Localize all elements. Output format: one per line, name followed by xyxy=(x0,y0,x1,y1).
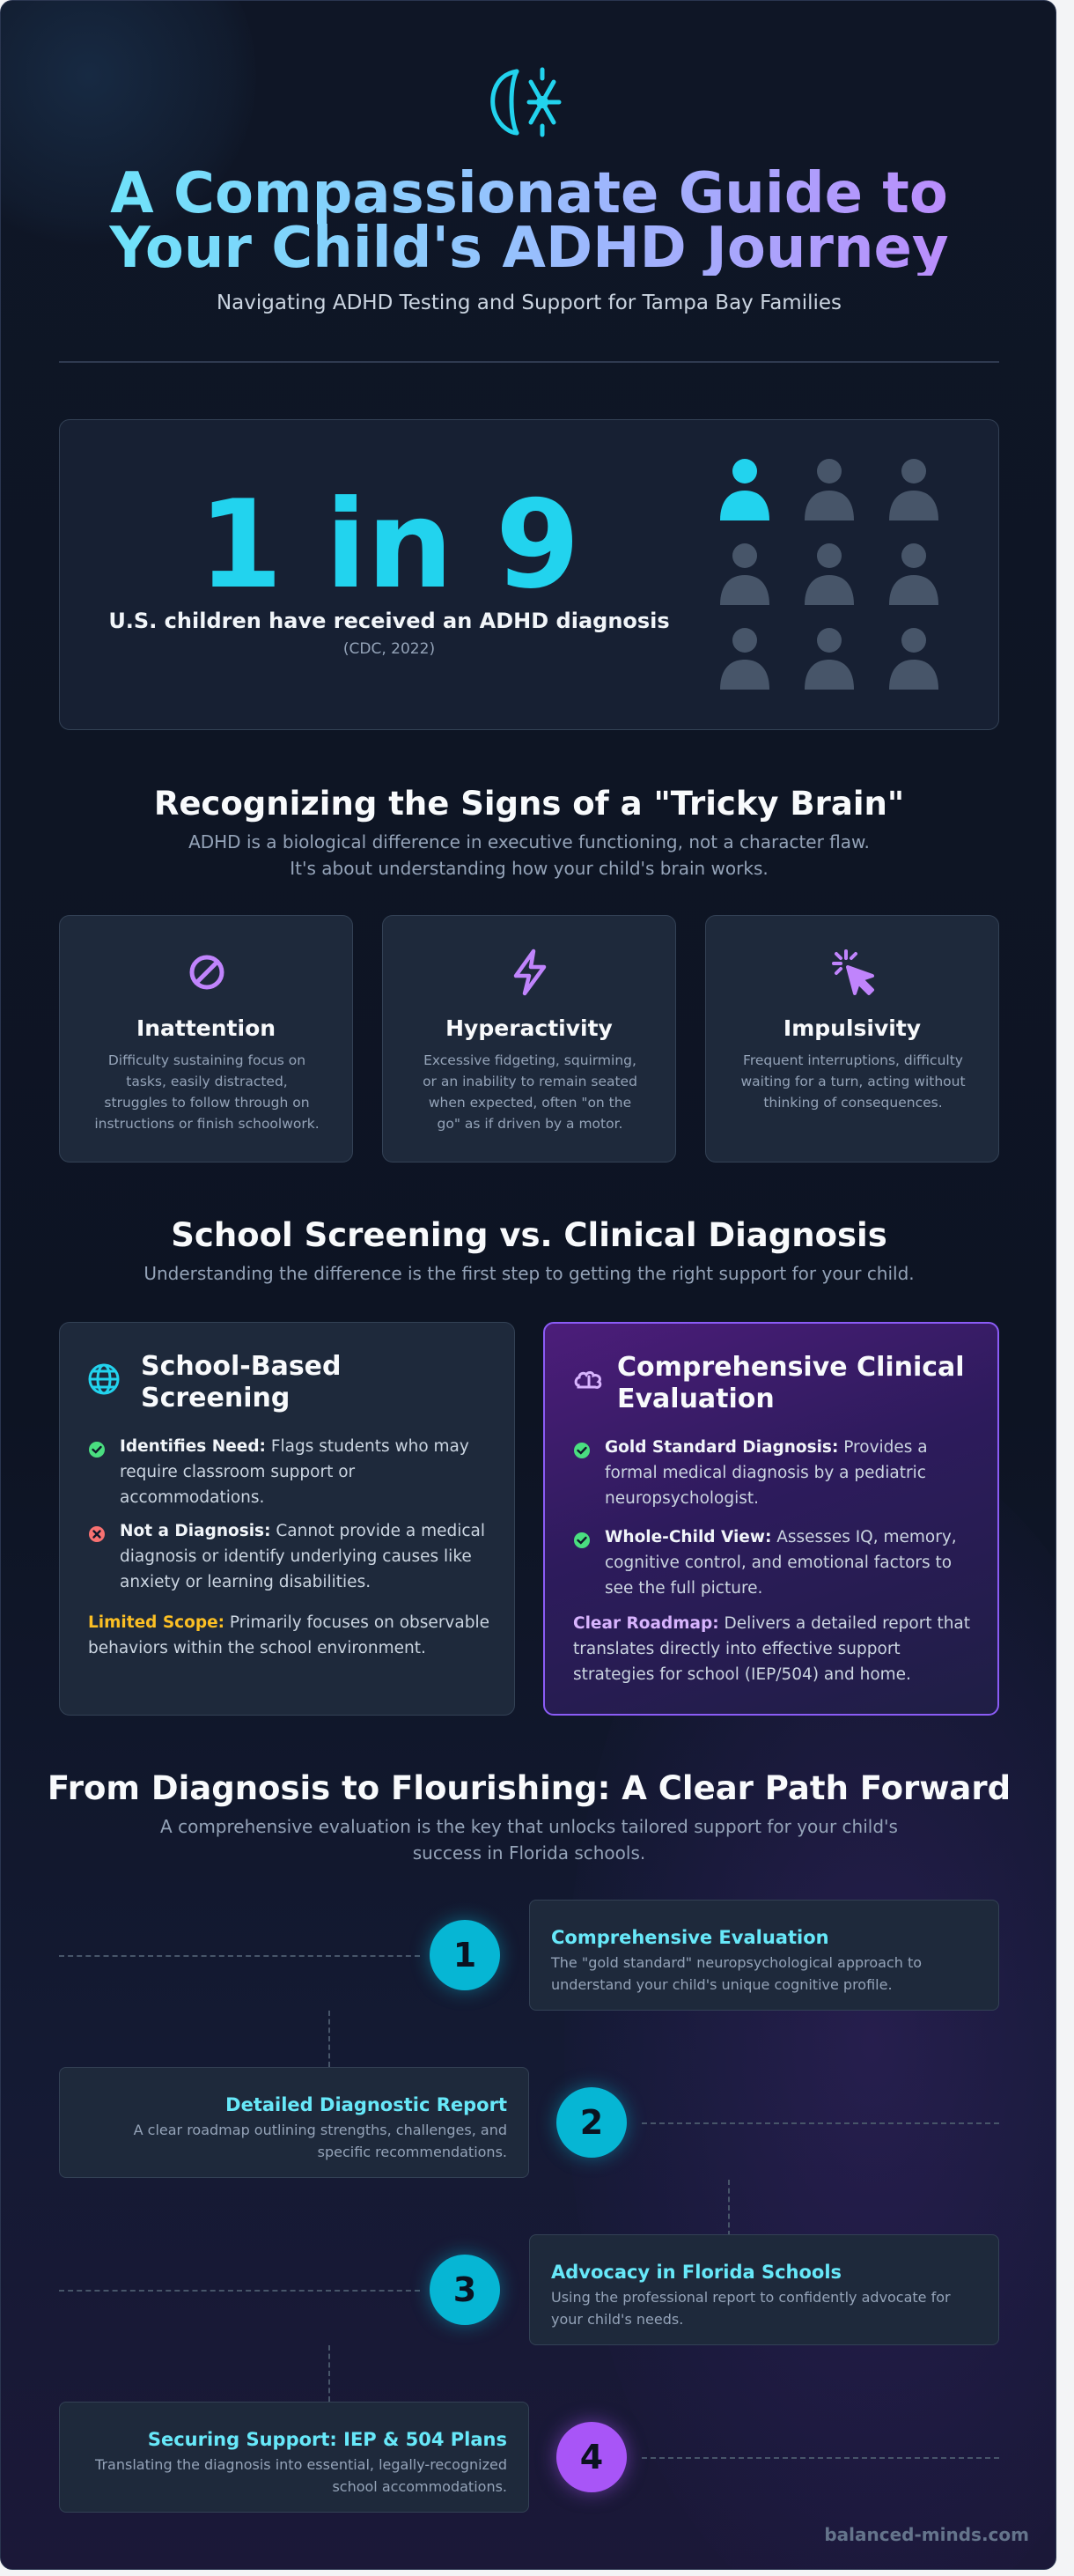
connector-line xyxy=(59,1955,420,1957)
step-number: 2 xyxy=(556,2087,627,2158)
person-icon xyxy=(887,457,940,522)
step-number: 3 xyxy=(430,2255,500,2325)
compare-lead: Understanding the difference is the firs… xyxy=(143,1263,915,1284)
card-note: Limited Scope: Primarily focuses on obse… xyxy=(88,1613,489,1657)
signs-heading: Recognizing the Signs of a "Tricky Brain… xyxy=(153,785,905,823)
card-item: Not a Diagnosis: Cannot provide a medica… xyxy=(120,1522,486,1591)
path-lead: A comprehensive evaluation is the key th… xyxy=(160,1816,898,1864)
card-note: Clear Roadmap: Delivers a detailed repor… xyxy=(573,1614,971,1684)
step-desc: Using the professional report to confide… xyxy=(551,2289,951,2328)
ban-icon xyxy=(189,955,224,990)
sign-desc: Frequent interruptions, difficulty waiti… xyxy=(740,1052,966,1111)
clinical-evaluation-card: Comprehensive Clinical Evaluation Gold S… xyxy=(543,1322,999,1716)
sign-title: Impulsivity xyxy=(783,1015,922,1041)
person-icon xyxy=(887,626,940,691)
stat-number: 1 in 9 xyxy=(198,474,580,616)
stat-label: U.S. children have received an ADHD diag… xyxy=(108,609,670,633)
sign-card-hyperactivity: Hyperactivity Excessive fidgeting, squir… xyxy=(382,915,676,1163)
connector-line xyxy=(642,2457,999,2459)
sign-card-inattention: Inattention Difficulty sustaining focus … xyxy=(59,915,353,1163)
step-desc: The "gold standard" neuropsychological a… xyxy=(551,1954,923,1993)
sign-title: Inattention xyxy=(136,1015,276,1041)
school-screening-card: School-Based Screening Identifies Need: … xyxy=(59,1322,515,1716)
step-card: Detailed Diagnostic Report A clear roadm… xyxy=(59,2067,529,2178)
sign-card-impulsivity: Impulsivity Frequent interruptions, diff… xyxy=(705,915,999,1163)
check-circle-icon xyxy=(89,1442,105,1458)
person-icon xyxy=(887,542,940,607)
footer-site-link[interactable]: balanced-minds.com xyxy=(824,2524,1029,2545)
card-item: Whole-Child View: Assesses IQ, memory, c… xyxy=(605,1528,957,1598)
lightning-icon xyxy=(513,948,547,996)
brain-sparkle-icon xyxy=(490,67,562,137)
brain-icon xyxy=(574,1371,602,1389)
connector-line xyxy=(328,2345,330,2402)
person-icon xyxy=(718,457,771,522)
person-icon xyxy=(803,457,856,522)
person-icon xyxy=(803,626,856,691)
step-card: Comprehensive Evaluation The "gold stand… xyxy=(529,1900,999,2011)
step-title: Detailed Diagnostic Report xyxy=(225,2094,507,2115)
divider xyxy=(59,361,999,363)
path-heading: From Diagnosis to Flourishing: A Clear P… xyxy=(47,1769,1011,1807)
step-title: Comprehensive Evaluation xyxy=(551,1927,829,1948)
check-circle-icon xyxy=(574,1443,590,1458)
card-title: Comprehensive Clinical Evaluation xyxy=(617,1352,965,1414)
step-number: 1 xyxy=(430,1920,500,1990)
step-desc: A clear roadmap outlining strengths, cha… xyxy=(133,2122,507,2160)
person-icon xyxy=(718,626,771,691)
connector-line xyxy=(728,2180,730,2236)
cursor-click-icon xyxy=(832,949,874,995)
check-circle-icon xyxy=(574,1532,590,1548)
page-title: A Compassionate Guide to Your Child's AD… xyxy=(36,166,1022,277)
step-card: Securing Support: IEP & 504 Plans Transl… xyxy=(59,2402,529,2513)
signs-lead: ADHD is a biological difference in execu… xyxy=(188,831,870,879)
card-title: School-Based Screening xyxy=(141,1351,342,1413)
person-icon xyxy=(718,542,771,607)
step-number: 4 xyxy=(556,2422,627,2492)
step-title: Securing Support: IEP & 504 Plans xyxy=(147,2429,507,2450)
x-circle-icon xyxy=(89,1526,105,1542)
sign-desc: Excessive fidgeting, squirming, or an in… xyxy=(423,1052,637,1132)
card-item: Gold Standard Diagnosis: Provides a form… xyxy=(605,1438,928,1508)
card-item: Identifies Need: Flags students who may … xyxy=(120,1437,469,1507)
connector-line xyxy=(328,2011,330,2067)
connector-line xyxy=(59,2290,420,2292)
step-desc: Translating the diagnosis into essential… xyxy=(95,2456,507,2495)
globe-icon xyxy=(88,1363,120,1395)
stat-source: (CDC, 2022) xyxy=(342,640,436,658)
sign-desc: Difficulty sustaining focus on tasks, ea… xyxy=(94,1052,320,1132)
compare-heading: School Screening vs. Clinical Diagnosis xyxy=(171,1216,887,1254)
person-icon xyxy=(803,542,856,607)
step-card: Advocacy in Florida Schools Using the pr… xyxy=(529,2234,999,2345)
page-subtitle: Navigating ADHD Testing and Support for … xyxy=(216,292,842,314)
step-title: Advocacy in Florida Schools xyxy=(551,2262,842,2283)
sign-title: Hyperactivity xyxy=(445,1015,613,1041)
connector-line xyxy=(642,2122,999,2124)
